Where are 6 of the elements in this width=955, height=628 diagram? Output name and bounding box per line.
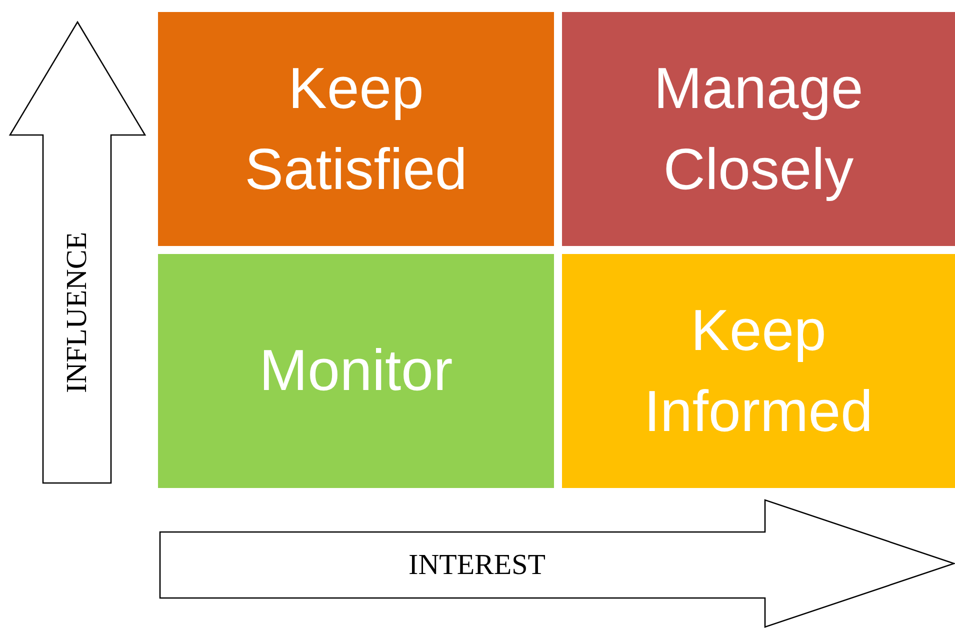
quadrant-box: Keep Informed — [562, 254, 955, 488]
quadrant-box: Manage Closely — [562, 12, 955, 246]
axis-label: INTEREST — [408, 549, 546, 582]
quadrant-box: Monitor — [158, 254, 554, 488]
quadrant-box: Keep Satisfied — [158, 12, 554, 246]
axis-label: INFLUENCE — [61, 232, 94, 394]
